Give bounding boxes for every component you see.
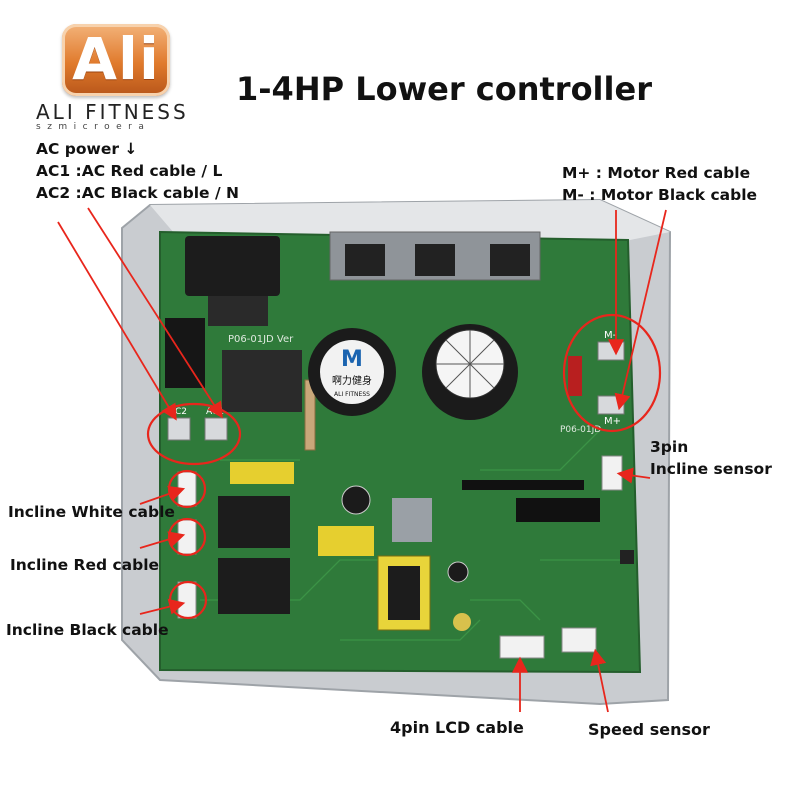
arrow-incline-black — [139, 598, 186, 615]
svg-text:M: M — [341, 347, 363, 372]
cap-small-2 — [447, 561, 469, 583]
incline-white-label: Incline White cable — [8, 503, 175, 521]
terminal-ac2 — [167, 417, 191, 441]
regulator-heatsink — [392, 498, 432, 542]
incline-sensor-connector — [601, 455, 623, 491]
arrow-speed — [590, 648, 609, 713]
ac-inlet-base — [208, 296, 268, 326]
lcd-cable-label: 4pin LCD cable — [390, 718, 524, 737]
main-relay — [222, 350, 302, 412]
motor-terminals-circle — [562, 313, 662, 433]
arrow-ac2 — [57, 221, 177, 421]
cap-small-3 — [453, 613, 471, 631]
pin-header — [462, 480, 584, 490]
cap-brand-en: ALI FITNESS — [334, 391, 370, 398]
ac2-label: AC2 :AC Black cable / N — [36, 184, 239, 202]
ac-power-header: AC power ↓ — [36, 140, 138, 158]
arrow-incline-sensor — [616, 467, 651, 484]
arrow-m-plus — [614, 209, 667, 411]
brand-logo: Ali — [62, 24, 170, 96]
lcd-connector — [499, 635, 545, 659]
pcb-model-text: P06-01JD — [560, 425, 601, 435]
terminal-m-plus-label: M+ — [604, 416, 621, 427]
incline-black-connector — [177, 581, 197, 619]
mosfet-2 — [415, 244, 455, 276]
pcb-version-text: P06-01JD Ver — [228, 334, 294, 345]
speed-sensor-connector — [561, 627, 597, 653]
yellow-cap-1 — [230, 462, 294, 484]
brand-logo-text: Ali — [72, 25, 160, 93]
speed-sensor-label: Speed sensor — [588, 720, 710, 739]
terminal-m-minus — [597, 341, 625, 361]
motor-plus-label: M+ : Motor Red cable — [562, 164, 751, 182]
incline-relay-up — [218, 496, 290, 548]
brand-name: ALI FITNESS — [36, 100, 189, 124]
fuse-holder — [165, 318, 205, 388]
ac-terminals-circle — [146, 402, 242, 466]
arrow-incline-white — [139, 485, 186, 505]
cap-brand-text: 啊力健身 — [332, 374, 372, 387]
capacitor-right-dial — [436, 330, 504, 398]
mosfet-1 — [345, 244, 385, 276]
terminal-ac1 — [204, 417, 228, 441]
cap-small-1 — [341, 485, 371, 515]
annotation-arrows — [57, 207, 667, 713]
motor-minus-label: M- : Motor Black cable — [562, 186, 758, 204]
arrow-incline-red — [139, 531, 186, 549]
terminal-ac1-label: AC1 — [206, 407, 224, 417]
incline-white-connector — [177, 471, 197, 507]
chassis-top-edge — [150, 200, 670, 240]
incline-black-label: Incline Black cable — [6, 621, 169, 639]
microcontroller-chip — [516, 498, 600, 522]
incline-red-connector — [177, 519, 197, 555]
terminal-m-minus-label: M- — [604, 330, 617, 341]
terminal-ac2-label: AC2 — [169, 407, 187, 417]
incline-sensor-pin-label: 3pin — [650, 438, 689, 456]
incline-sensor-label: Incline sensor — [650, 460, 772, 478]
ac1-label: AC1 :AC Red cable / L — [36, 162, 223, 180]
page-title: 1-4HP Lower controller — [236, 70, 652, 108]
mosfet-3 — [490, 244, 530, 276]
arrow-ac1 — [87, 207, 223, 419]
motor-choke — [568, 356, 582, 396]
yellow-cap-2 — [318, 526, 374, 556]
incline-red-label: Incline Red cable — [10, 556, 160, 574]
brand-tagline: szmicroera — [36, 122, 151, 132]
ac-inlet-block — [185, 236, 280, 296]
incline-relay-down — [218, 558, 290, 614]
reset-button — [620, 550, 634, 564]
